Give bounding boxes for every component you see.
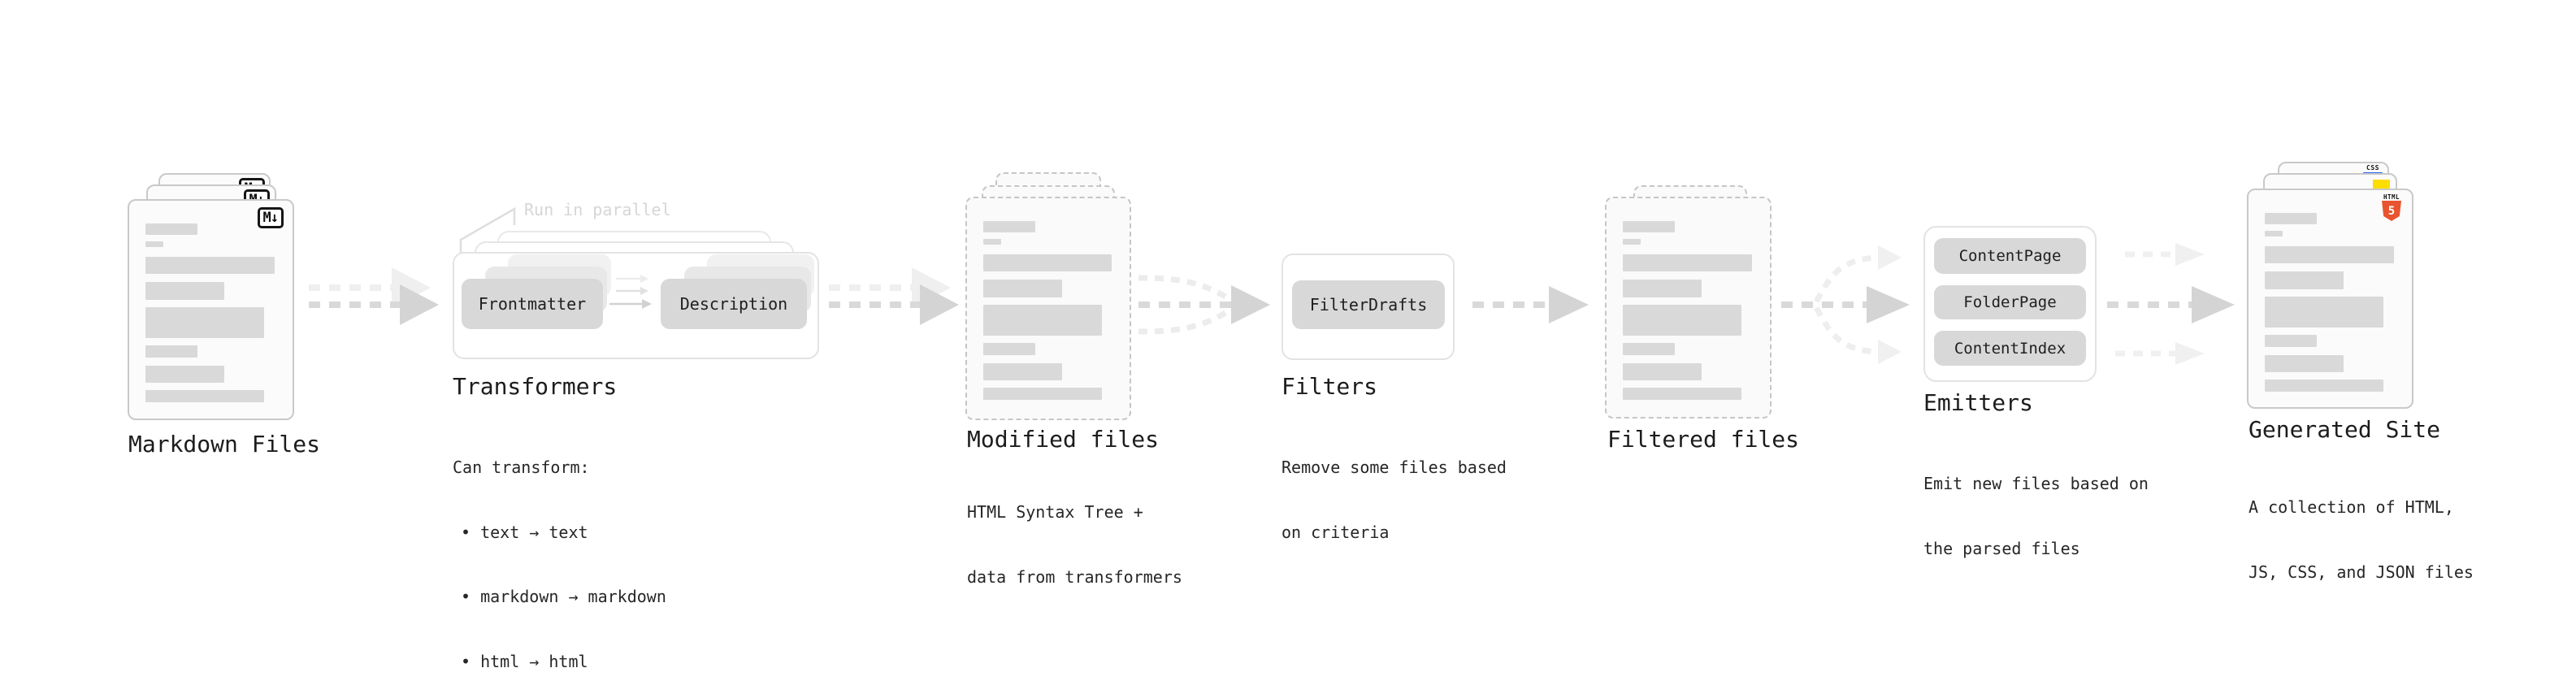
generated-doc-html: HTML 5 — [2247, 189, 2413, 409]
placeholder-line — [2265, 355, 2344, 372]
placeholder-line — [2265, 231, 2283, 236]
arrow-filtered-to-emitters — [1781, 245, 1910, 364]
generated-site-caption: A collection of HTML, JS, CSS, and JSON … — [2249, 453, 2474, 626]
transformers-caption: Can transform: • text → text • markdown … — [453, 414, 666, 681]
run-in-parallel-leader-line — [459, 206, 516, 260]
markdown-files-label: Markdown Files — [128, 431, 321, 458]
placeholder-line — [1623, 343, 1675, 355]
placeholder-line — [983, 388, 1102, 400]
caption-line: JS, CSS, and JSON files — [2249, 562, 2474, 582]
arrowhead — [1549, 286, 1589, 323]
generated-site-label: Generated Site — [2249, 416, 2441, 443]
arrow-transformers-to-modified — [829, 267, 959, 325]
placeholder-line — [983, 221, 1035, 232]
bullet-line: • text → text — [461, 522, 588, 542]
placeholder-line — [1623, 363, 1702, 380]
description-chip: Description — [661, 279, 807, 329]
transformers-title: Transformers — [453, 373, 618, 400]
emitters-caption: Emit new files based on the parsed files — [1923, 430, 2149, 602]
doc-content-placeholder — [983, 221, 1112, 400]
transform-step-arrows — [609, 275, 652, 309]
arrowhead — [920, 284, 959, 325]
placeholder-line — [983, 305, 1102, 336]
arrowhead — [400, 284, 439, 325]
placeholder-line — [1623, 221, 1675, 232]
placeholder-line — [145, 223, 197, 235]
caption-line: on criteria — [1281, 522, 1390, 542]
placeholder-line — [983, 280, 1062, 297]
arrow-emitters-to-generated — [2107, 243, 2235, 365]
placeholder-line — [1623, 254, 1752, 271]
arrow-modified-to-filters — [1138, 275, 1270, 335]
caption-line: Remove some files based — [1281, 458, 1507, 477]
css-badge-word: CSS — [2366, 164, 2379, 171]
placeholder-line — [145, 241, 163, 247]
filters-caption: Remove some files based on criteria — [1281, 414, 1507, 586]
html5-file-icon: HTML 5 — [2381, 193, 2402, 221]
placeholder-line — [983, 363, 1062, 380]
placeholder-line — [1623, 280, 1702, 297]
contentpage-chip: ContentPage — [1934, 238, 2086, 274]
placeholder-line — [1623, 239, 1641, 245]
caption-line: Can transform: — [453, 458, 590, 477]
bullet-line: • html → html — [461, 651, 588, 671]
placeholder-line — [145, 282, 224, 300]
caption-line: data from transformers — [967, 566, 1182, 587]
placeholder-line — [2265, 213, 2317, 224]
contentindex-chip: ContentIndex — [1934, 331, 2086, 366]
modified-files-label: Modified files — [967, 426, 1160, 453]
placeholder-line — [983, 254, 1112, 271]
markdown-file-icon: M↓ — [257, 207, 284, 228]
placeholder-line — [145, 257, 275, 274]
doc-content-placeholder — [145, 223, 275, 402]
placeholder-line — [2265, 335, 2317, 347]
filtered-files-label: Filtered files — [1607, 426, 1800, 453]
caption-line: Emit new files based on — [1923, 474, 2149, 493]
arrowhead — [1867, 286, 1910, 323]
filterdrafts-chip: FilterDrafts — [1292, 280, 1445, 329]
filters-title: Filters — [1281, 373, 1378, 400]
html5-badge-number: 5 — [2387, 204, 2396, 218]
doc-content-placeholder — [2265, 213, 2394, 392]
placeholder-line — [145, 366, 224, 383]
placeholder-line — [2265, 246, 2394, 263]
emitters-title: Emitters — [1923, 389, 2033, 416]
bullet-line: • markdown → markdown — [461, 587, 666, 606]
placeholder-line — [2265, 380, 2383, 392]
placeholder-line — [145, 390, 264, 402]
caption-line: the parsed files — [1923, 538, 2080, 558]
caption-line: HTML Syntax Tree + — [967, 502, 1143, 522]
placeholder-line — [1623, 305, 1741, 336]
doc-content-placeholder — [1623, 221, 1752, 400]
arrow-markdown-to-transformers — [309, 267, 439, 325]
run-in-parallel-annotation: Run in parallel — [524, 200, 671, 219]
modified-doc-front — [965, 197, 1131, 420]
html5-badge-word: HTML — [2383, 193, 2400, 201]
arrow-filters-to-filtered — [1472, 286, 1589, 323]
placeholder-line — [145, 307, 264, 338]
placeholder-line — [2265, 297, 2383, 327]
markdown-doc-front: M↓ — [128, 199, 294, 420]
arrowhead — [2192, 286, 2235, 323]
arrowhead — [1231, 285, 1270, 324]
modified-files-caption: HTML Syntax Tree + data from transformer… — [967, 458, 1182, 631]
placeholder-line — [1623, 388, 1741, 400]
placeholder-line — [2265, 271, 2344, 289]
filtered-doc-front — [1605, 197, 1772, 419]
caption-line: A collection of HTML, — [2249, 497, 2454, 517]
js-file-icon — [2373, 180, 2390, 189]
folderpage-chip: FolderPage — [1934, 285, 2086, 319]
frontmatter-chip: Frontmatter — [462, 279, 603, 329]
placeholder-line — [983, 239, 1001, 245]
placeholder-line — [145, 345, 197, 358]
placeholder-line — [983, 343, 1035, 355]
